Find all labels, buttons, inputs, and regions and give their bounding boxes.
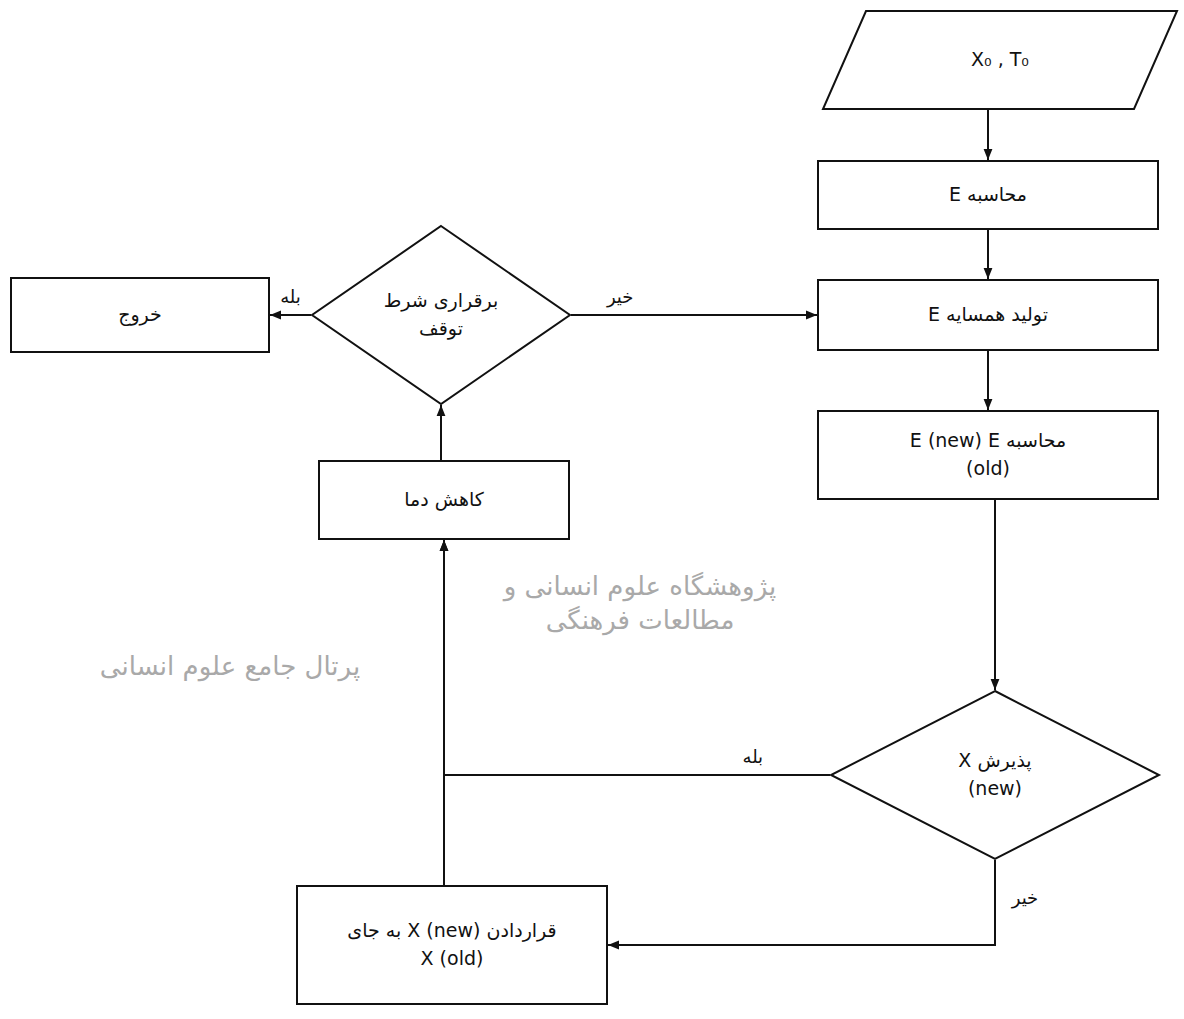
outline-shape [831, 691, 1159, 859]
process-box: تولید همسایه E [817, 279, 1159, 351]
edge-label: خیر [1009, 887, 1042, 909]
terminal-box: خروج [10, 277, 270, 353]
process-box: قراردادن X (new) به جای X (old) [296, 885, 608, 1005]
process-box: محاسبه E (new) E (old) [817, 410, 1159, 500]
connector [571, 314, 817, 316]
connector [987, 351, 989, 410]
edge-label: بله [739, 746, 766, 768]
connector [270, 314, 311, 316]
edge-label: بله [277, 286, 304, 308]
node-outline [830, 690, 1160, 860]
node-outline [311, 225, 571, 405]
connector [608, 860, 995, 945]
node-text: کاهش دما [404, 486, 484, 514]
watermark-text: پژوهشگاه علوم انسانی و مطالعات فرهنگی [470, 570, 810, 638]
outline-shape [823, 11, 1177, 109]
outline-shape [312, 226, 570, 404]
process-box: محاسبه E [817, 160, 1159, 230]
process-box: کاهش دما [318, 460, 570, 540]
node-text: X₀ , T₀ [971, 46, 1029, 74]
connector [987, 110, 989, 160]
connector [440, 405, 442, 460]
connector [987, 230, 989, 279]
node-text: قراردادن X (new) به جای X (old) [347, 917, 557, 972]
node-text: محاسبه E (new) E (old) [903, 427, 1073, 482]
edge-label: خیر [604, 286, 637, 308]
node-text: محاسبه E [949, 181, 1027, 209]
decision-diamond: برقراری شرط توقف [311, 225, 571, 405]
node-text: پذیرش X (new) [938, 747, 1053, 802]
node-text: برقراری شرط توقف [384, 287, 499, 342]
connector [444, 540, 830, 775]
node-text: خروج [118, 301, 162, 329]
connector [994, 500, 996, 690]
watermark-text: پرتال جامع علوم انسانی [40, 650, 420, 684]
decision-diamond: پذیرش X (new) [830, 690, 1160, 860]
input-parallelogram: X₀ , T₀ [822, 10, 1178, 110]
node-text: تولید همسایه E [928, 301, 1048, 329]
connector [443, 540, 445, 885]
